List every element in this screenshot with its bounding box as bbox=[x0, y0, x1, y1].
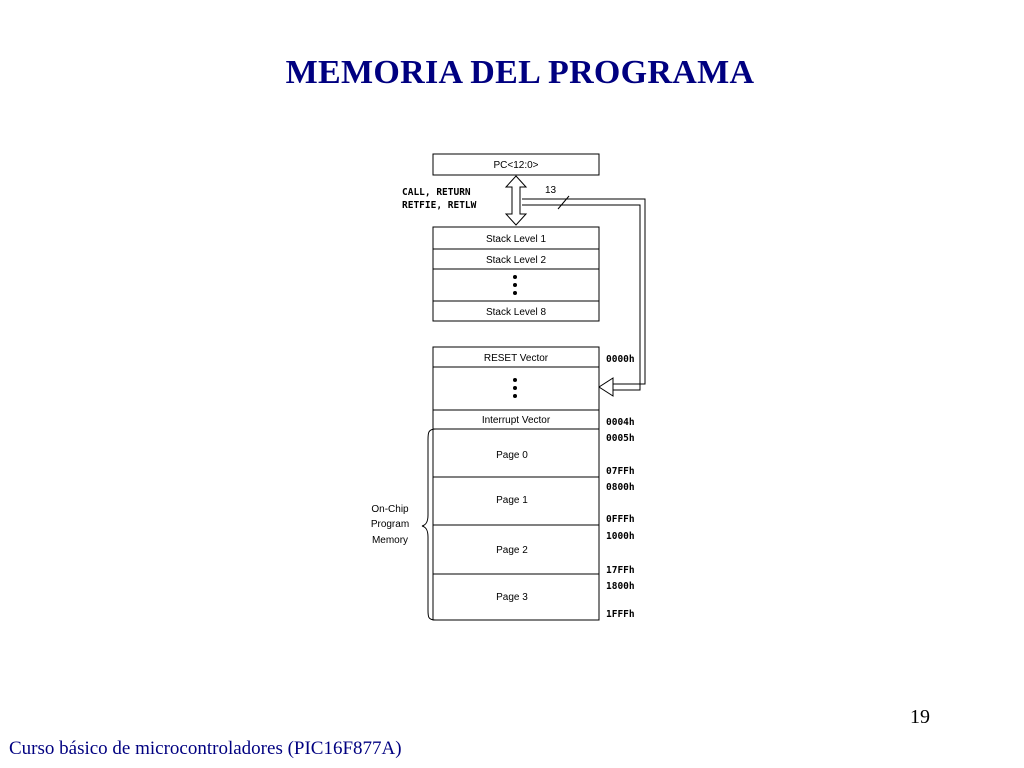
pc-bus-path bbox=[522, 195, 646, 397]
stack-level-1: Stack Level 1 bbox=[486, 234, 546, 245]
address-0800h: 0800h bbox=[606, 482, 635, 493]
brace-label-line2: Program bbox=[371, 519, 409, 530]
address-1FFFh: 1FFFh bbox=[606, 609, 635, 620]
address-0FFFh: 0FFFh bbox=[606, 514, 635, 525]
brace-label-line3: Memory bbox=[372, 535, 408, 546]
stack-block: Stack Level 1 Stack Level 2 Stack Level … bbox=[432, 226, 600, 322]
address-0004h: 0004h bbox=[606, 417, 635, 428]
address-0005h: 0005h bbox=[606, 433, 635, 444]
interrupt-vector: Interrupt Vector bbox=[482, 415, 551, 426]
address-labels: 0000h 0004h 0005h 07FFh 0800h 0FFFh 1000… bbox=[606, 354, 635, 620]
stack-level-8: Stack Level 8 bbox=[486, 307, 546, 318]
page-1: Page 1 bbox=[496, 495, 528, 506]
stack-ops-line1: CALL, RETURN bbox=[402, 187, 471, 198]
address-0000h: 0000h bbox=[606, 354, 635, 365]
stack-ops-line2: RETFIE, RETLW bbox=[402, 200, 477, 211]
stack-level-2: Stack Level 2 bbox=[486, 255, 546, 266]
page-3: Page 3 bbox=[496, 592, 528, 603]
pc-stack-arrow bbox=[504, 175, 528, 226]
slide-title: MEMORIA DEL PROGRAMA bbox=[285, 54, 755, 91]
page-number: 19 bbox=[910, 706, 930, 728]
page-0: Page 0 bbox=[496, 450, 528, 461]
address-1800h: 1800h bbox=[606, 581, 635, 592]
reset-vector: RESET Vector bbox=[484, 353, 549, 364]
pc-label: PC<12:0> bbox=[493, 160, 538, 171]
address-1000h: 1000h bbox=[606, 531, 635, 542]
on-chip-brace bbox=[421, 428, 437, 621]
brace-label-line1: On-Chip bbox=[371, 504, 409, 515]
address-07FFh: 07FFh bbox=[606, 466, 635, 477]
footer-text: Curso básico de microcontroladores (PIC1… bbox=[9, 738, 402, 759]
program-memory-block: RESET Vector Interrupt Vector Page 0 Pag… bbox=[432, 346, 600, 621]
bus-width-label: 13 bbox=[545, 185, 557, 196]
page-2: Page 2 bbox=[496, 545, 528, 556]
address-17FFh: 17FFh bbox=[606, 565, 635, 576]
pc-register: PC<12:0> bbox=[432, 153, 600, 176]
